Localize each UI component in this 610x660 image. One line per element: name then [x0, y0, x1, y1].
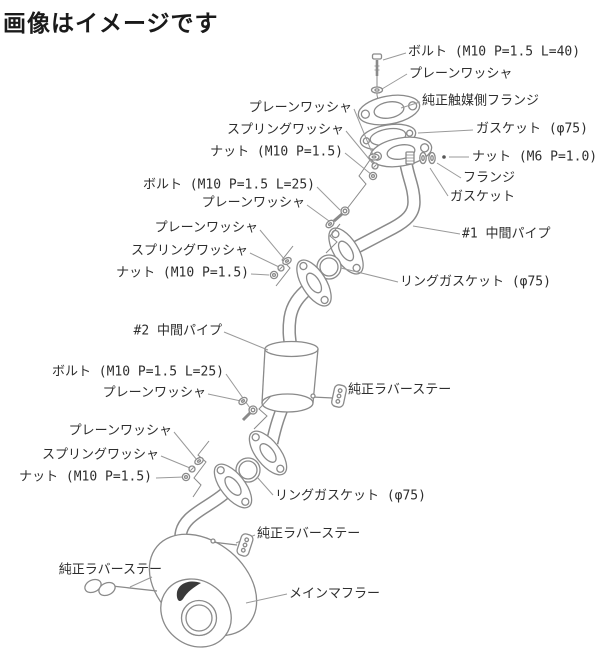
label-gasket: ガスケット — [450, 189, 516, 205]
plain-washer-icon-top — [370, 86, 384, 94]
oem-rubber-stay-icon-3 — [84, 578, 158, 597]
label-nut-m10-3: ナット (M10 P=1.5) — [19, 469, 152, 485]
label-ring-gasket-phi75-1: リングガスケット (φ75) — [400, 274, 551, 290]
label-nut-m10-1: ナット (M10 P=1.5) — [210, 144, 343, 160]
label-spring-washer-1: スプリングワッシャ — [226, 122, 344, 138]
washer-nut-icons-1 — [368, 153, 380, 181]
pipe2-inlet-flange — [296, 259, 332, 307]
label-bolt-m10-l25-2: ボルト (M10 P=1.5 L=25) — [51, 364, 224, 380]
resonator-body — [261, 340, 319, 413]
pipe-1-intermediate — [349, 156, 421, 255]
label-flange: フランジ — [463, 170, 516, 186]
label-nut-m6: ナット (M6 P=1.0) — [472, 149, 598, 165]
bolt-washer-icons-2 — [325, 206, 350, 229]
label-oem-rubber-stay-3: 純正ラバーステー — [58, 562, 162, 578]
muffler-logo-emblem — [176, 581, 201, 602]
pipe2-outlet-flange — [248, 430, 288, 476]
bolt-washer-icons-3 — [238, 396, 258, 422]
label-plain-washer-2: プレーンワッシャ — [248, 100, 352, 116]
oem-rubber-stay-icon-2 — [210, 533, 254, 557]
washer-nut-icons-2 — [269, 256, 292, 280]
leader-lines — [129, 52, 474, 604]
oem-catalyst-flange — [357, 94, 421, 126]
label-bolt-m10-l40: ボルト (M10 P=1.5 L=40) — [408, 44, 581, 60]
label-plain-washer-1: プレーンワッシャ — [409, 66, 513, 82]
washer-nut-icons-3 — [181, 456, 204, 482]
tailpipe-inlet-flange — [213, 463, 253, 509]
label-plain-washer-5: プレーンワッシャ — [102, 385, 206, 401]
label-no1-mid-pipe: #1 中間パイプ — [462, 226, 551, 242]
label-spring-washer-3: スプリングワッシャ — [41, 447, 159, 463]
label-gasket-phi75: ガスケット (φ75) — [476, 121, 588, 137]
diagram-linework — [84, 52, 474, 648]
label-plain-washer-6: プレーンワッシャ — [68, 423, 172, 439]
pipe-2-intermediate — [282, 282, 314, 350]
label-no2-mid-pipe: #2 中間パイプ — [133, 323, 222, 339]
ring-gasket-lower — [235, 457, 261, 483]
break-lines — [192, 156, 373, 498]
bolt-icon-top — [371, 53, 383, 76]
label-nut-m10-2: ナット (M10 P=1.5) — [116, 265, 249, 281]
image-disclaimer-title: 画像はイメージです — [3, 11, 219, 37]
label-bolt-m10-l25-1: ボルト (M10 P=1.5 L=25) — [142, 177, 315, 193]
label-main-muffler: メインマフラー — [289, 586, 381, 602]
label-oem-rubber-stay-1: 純正ラバーステー — [348, 382, 452, 398]
label-ring-gasket-phi75-2: リングガスケット (φ75) — [275, 488, 426, 504]
m6-nut-flange-gasket-icons — [405, 151, 446, 165]
label-plain-washer-4: プレーンワッシャ — [154, 220, 258, 236]
label-oem-rubber-stay-2: 純正ラバーステー — [257, 526, 361, 542]
main-muffler-body — [148, 533, 258, 648]
label-spring-washer-2: スプリングワッシャ — [130, 243, 248, 259]
label-plain-washer-3: プレーンワッシャ — [201, 195, 305, 211]
label-oem-catalyst-flange: 純正触媒側フランジ — [422, 93, 540, 109]
oem-rubber-stay-icon-1 — [310, 384, 347, 408]
